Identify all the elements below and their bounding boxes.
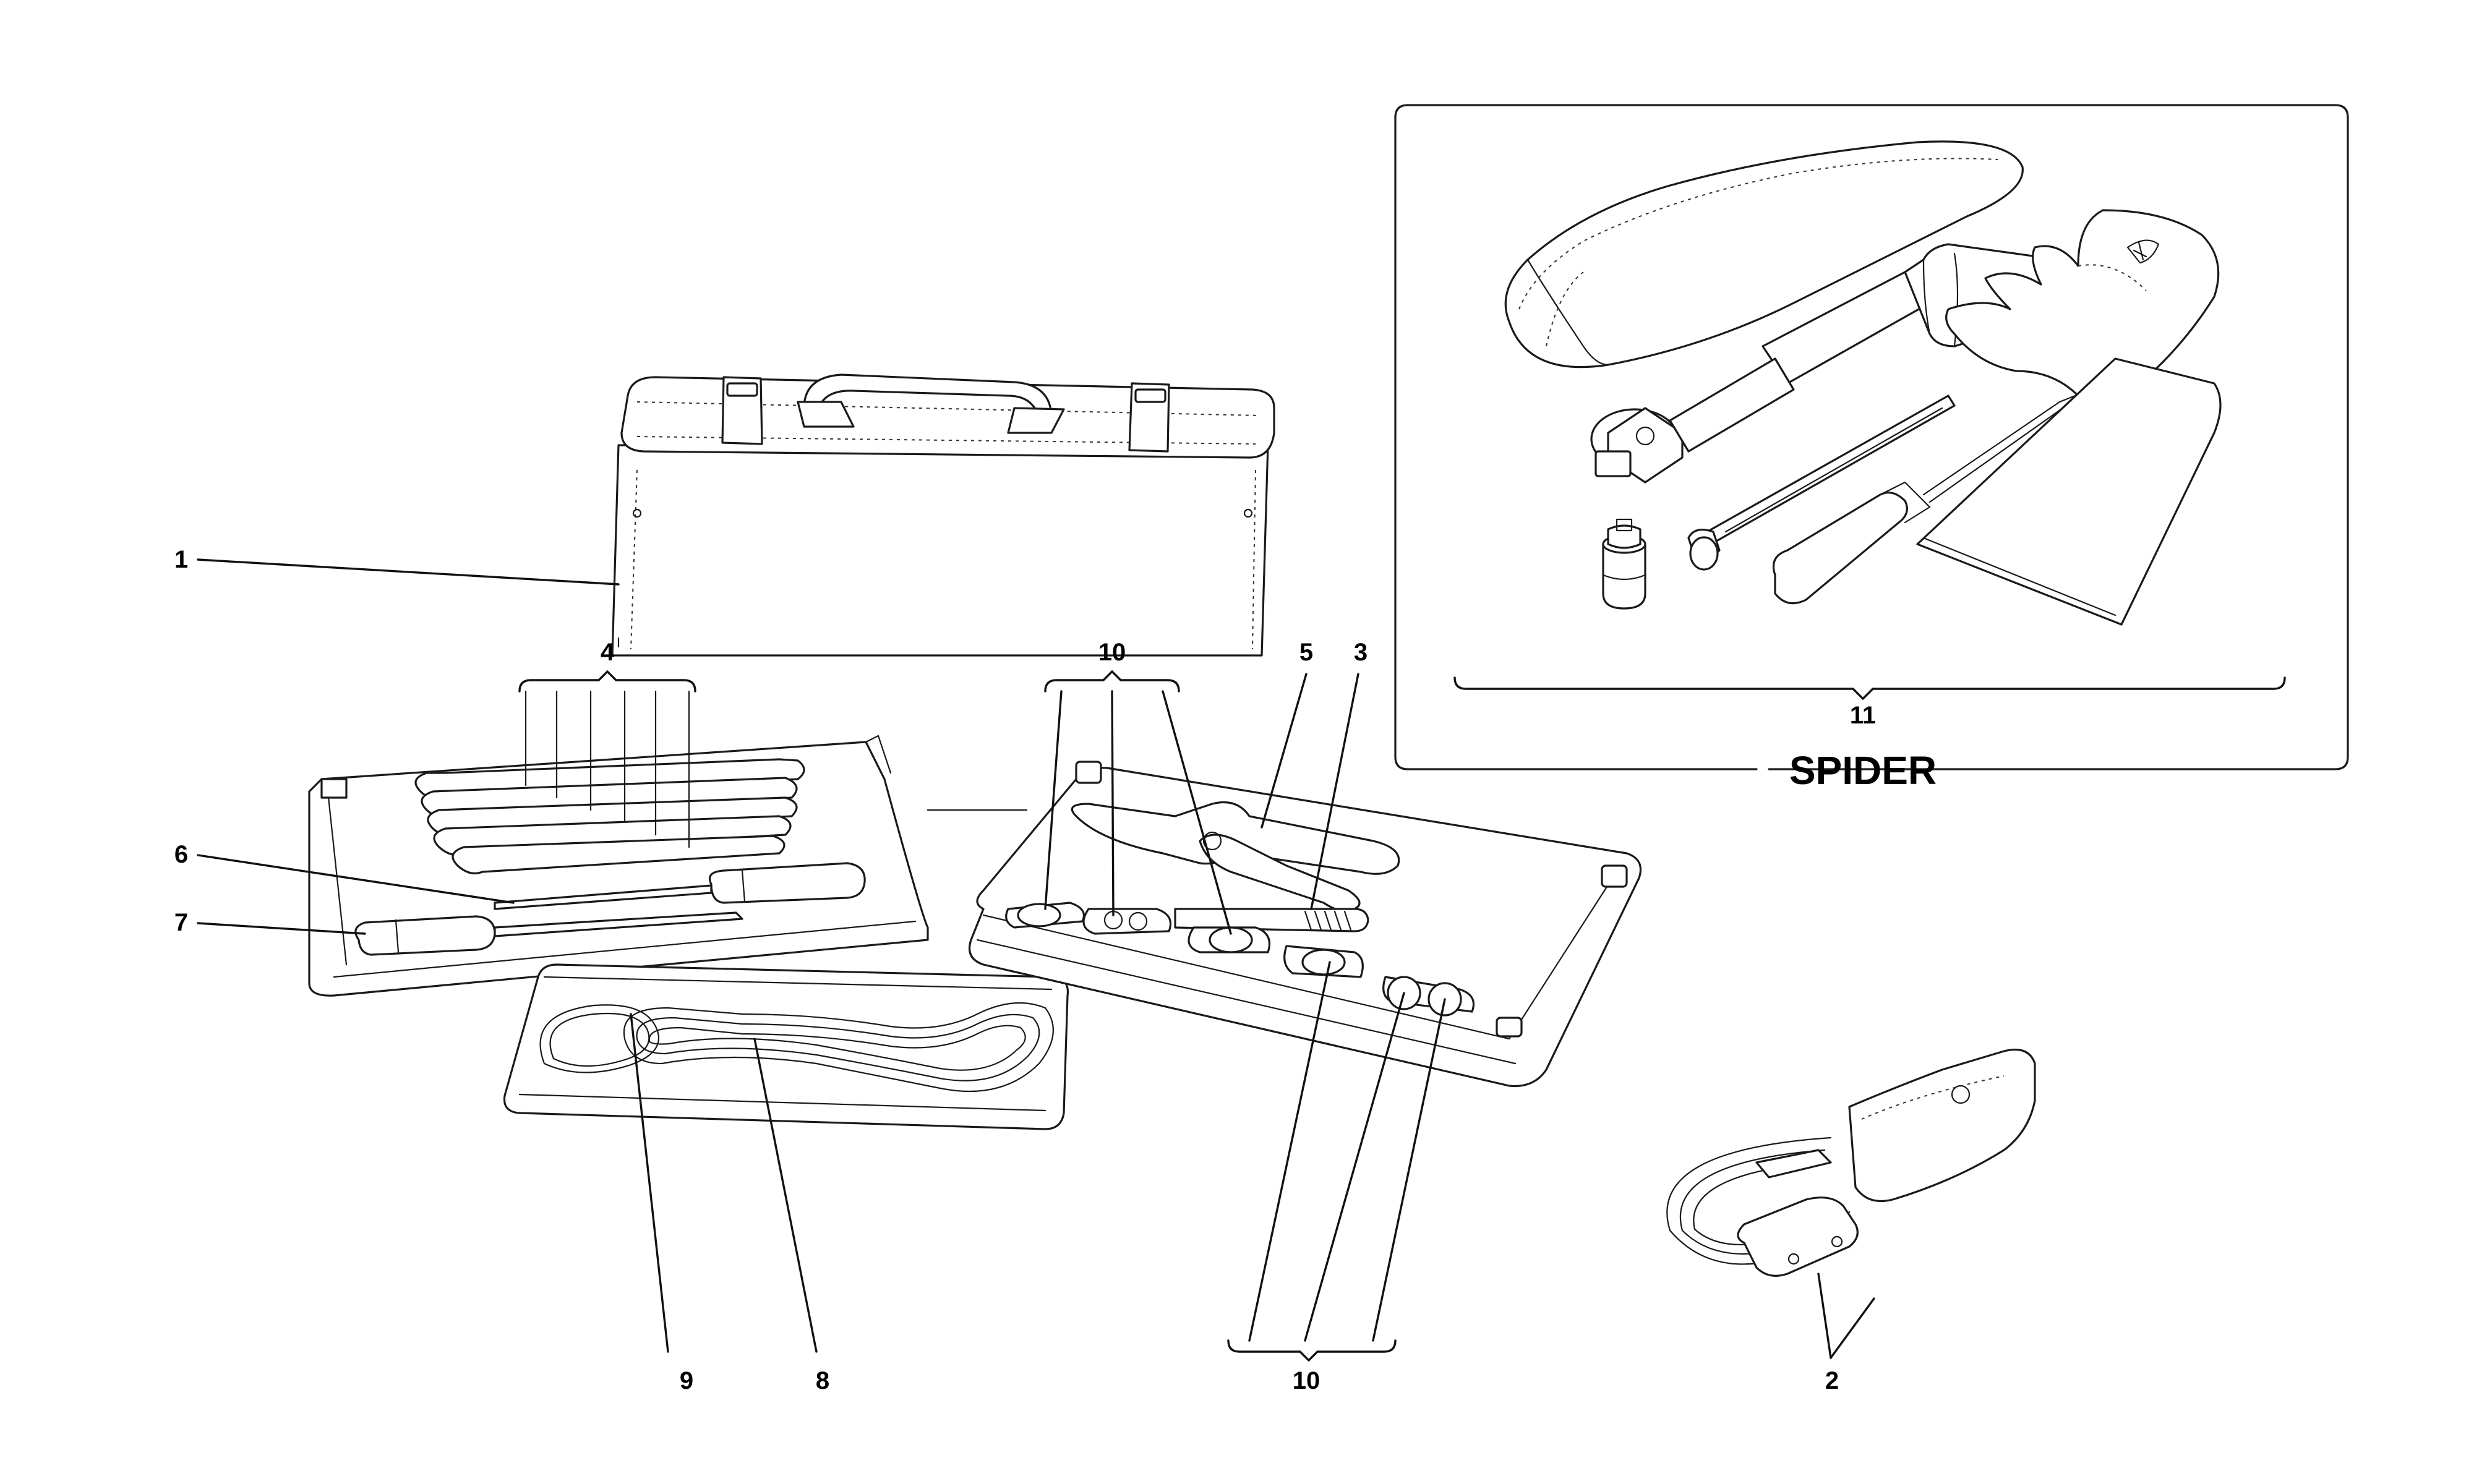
work-glove <box>1945 209 2220 401</box>
leader-1 <box>197 558 620 586</box>
leader-6 <box>197 854 515 904</box>
screwdriver-spider <box>1772 394 2076 605</box>
leader-10-bottom-b <box>1304 992 1405 1342</box>
socket-tray <box>968 761 1642 1088</box>
callout-8: 8 <box>816 1367 829 1394</box>
callout-1: 1 <box>174 546 188 573</box>
leader-2-a <box>1817 1273 1832 1359</box>
lead-pouch <box>1666 1048 2036 1277</box>
leader-10-bottom-c <box>1372 998 1446 1342</box>
callout-2: 2 <box>1825 1367 1839 1394</box>
peg <box>1075 761 1102 784</box>
bracket-4 <box>518 670 696 693</box>
leader-10-bottom-a <box>1248 961 1331 1342</box>
bracket-11 <box>1453 676 2286 701</box>
tool-briefcase <box>611 373 1275 657</box>
leader-7 <box>197 922 366 935</box>
leader-8 <box>753 1038 818 1353</box>
leader-2-b <box>1830 1297 1875 1359</box>
belt-tray <box>503 963 1069 1130</box>
callout-11: 11 <box>1850 702 1876 729</box>
callout-10-top: 10 <box>1098 639 1126 666</box>
spring-extension <box>1174 908 1369 932</box>
inset-frame <box>1394 104 2349 770</box>
callout-7: 7 <box>174 909 188 936</box>
callout-4: 4 <box>601 639 615 666</box>
screwdriver-6 <box>494 862 866 910</box>
spider-label: SPIDER <box>1789 748 1937 793</box>
callout-5: 5 <box>1299 639 1313 666</box>
peg <box>1496 1017 1523 1038</box>
open-end-wrenches <box>414 758 805 874</box>
leader-10-top-b <box>1111 690 1115 916</box>
bracket-10-bottom <box>1227 1339 1397 1362</box>
screwdriver-7 <box>354 911 743 956</box>
callout-9: 9 <box>680 1367 693 1394</box>
socket-pockets <box>1005 902 1475 1017</box>
leader-9 <box>630 1013 669 1353</box>
spider-inset: 11 SPIDER <box>1394 104 2349 793</box>
leader-5 <box>1261 673 1308 829</box>
bracket-10-top <box>1044 670 1180 693</box>
tool-roll-pouch <box>1504 140 2024 369</box>
leader-10-top-c <box>1162 690 1232 935</box>
peg <box>1601 864 1628 888</box>
callout-10-bottom: 10 <box>1293 1367 1320 1394</box>
extension-bar <box>1687 394 1956 571</box>
wrench-tray <box>308 735 929 997</box>
callout-3: 3 <box>1354 639 1368 666</box>
owner-booklet <box>1916 357 2222 626</box>
leader-3 <box>1310 673 1359 910</box>
callout-6: 6 <box>174 841 188 868</box>
leader-10-top-a <box>1044 690 1063 910</box>
combination-pliers <box>1071 801 1400 912</box>
socket <box>1602 518 1646 610</box>
